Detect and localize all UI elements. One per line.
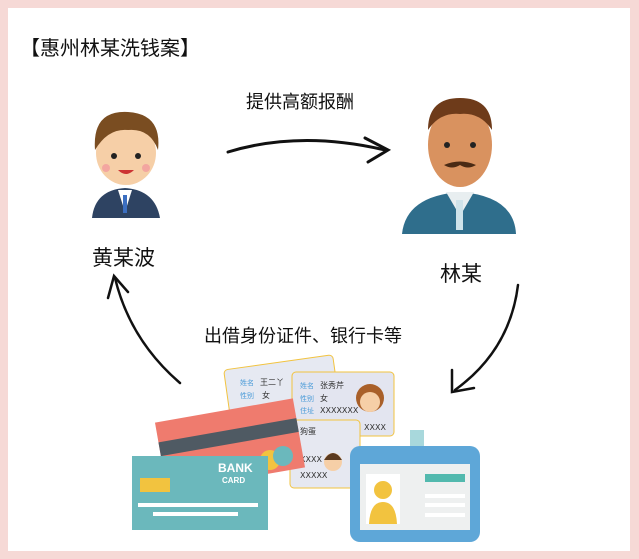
id2-name-key: 姓名 [300,381,314,390]
id3-line2: XXXXX [300,471,328,480]
id2-addr-key: 住址 [300,406,314,415]
bank-card-text-2: CARD [222,476,245,485]
id2-extra: XXXX [364,423,386,432]
page-title: 【惠州林某洗钱案】 [20,36,200,60]
person-label-lin: 林某 [440,262,482,286]
id2-addr: XXXXXXX [320,406,359,415]
bank-card-teal: BANK CARD [132,456,268,530]
person-label-huang: 黄某波 [92,246,155,270]
arrow-top [226,136,392,164]
id1-gender: 女 [262,390,270,400]
id1-gender-key: 性别 [240,391,254,400]
id2-gender: 女 [320,393,328,403]
bank-card-text-1: BANK [218,461,253,475]
id2-gender-key: 性别 [300,394,314,403]
id-badge [350,430,480,542]
arrow-left [106,273,182,385]
flow-label-reward: 提供高额报酬 [246,92,354,113]
id1-name-key: 姓名 [240,378,254,387]
flow-label-lend: 出借身份证件、银行卡等 [204,326,402,347]
person-huang-avatar [92,111,160,218]
id3-name: 狗蛋 [300,426,316,436]
person-lin-avatar [402,98,516,234]
arrow-right [450,283,520,394]
id1-name: 王二丫 [260,378,284,387]
id3-line1: XXXX [300,455,322,464]
id2-name: 张秀芹 [320,380,344,390]
